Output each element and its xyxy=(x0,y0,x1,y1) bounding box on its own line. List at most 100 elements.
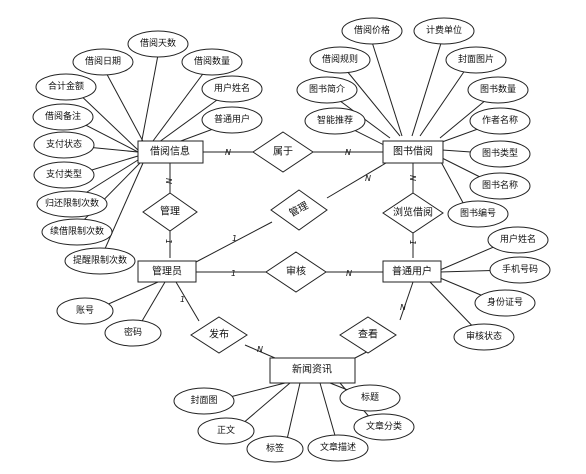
attribute-node: 图书名称 xyxy=(469,172,531,200)
attribute-node: 图书类型 xyxy=(469,140,531,168)
cardinality-label: N xyxy=(345,148,351,157)
relationship-label: 浏览借阅 xyxy=(393,206,433,219)
connector-lines xyxy=(67,39,511,449)
attribute-label: 借阅日期 xyxy=(85,55,121,67)
entity-news: 新闻资讯 xyxy=(269,357,356,384)
attribute-node: 借阅数量 xyxy=(181,48,243,76)
attribute-node: 支付类型 xyxy=(33,161,95,189)
relationships: 属于 管理 管理 浏览借阅 审核 发布 查看 xyxy=(142,131,444,354)
entity-label: 管理员 xyxy=(152,265,182,278)
attribute-node: 标签 xyxy=(246,435,304,463)
relationship-review: 审核 xyxy=(265,251,327,293)
attribute-label: 支付状态 xyxy=(46,138,82,150)
attribute-label: 文章分类 xyxy=(366,420,402,432)
cardinality-label: N xyxy=(346,269,352,278)
entity-borrow-info: 借阅信息 xyxy=(137,140,204,164)
attribute-label: 文章描述 xyxy=(320,441,356,453)
attribute-node: 用户姓名 xyxy=(487,226,549,254)
attribute-label: 图书编号 xyxy=(460,207,496,219)
attribute-node: 手机号码 xyxy=(489,256,551,284)
attribute-node: 合计金额 xyxy=(35,73,97,101)
relationship-manage: 管理 xyxy=(142,192,198,232)
attribute-label: 审核状态 xyxy=(466,330,502,342)
attribute-node: 审核状态 xyxy=(453,323,515,351)
attribute-label: 正文 xyxy=(217,424,235,436)
attribute-node: 图书数量 xyxy=(467,76,529,104)
attribute-label: 普通用户 xyxy=(214,113,250,125)
relationship-label: 管理 xyxy=(160,205,180,218)
attribute-node: 图书编号 xyxy=(447,200,509,228)
attribute-label: 图书简介 xyxy=(309,83,345,95)
attribute-node: 归还限制次数 xyxy=(36,190,108,218)
news-attributes: 封面图 标题 正文 文章分类 标签 文章描述 xyxy=(173,384,415,463)
attribute-label: 账号 xyxy=(76,305,94,316)
attribute-label: 续借限制次数 xyxy=(50,225,104,237)
attribute-node: 文章描述 xyxy=(307,434,369,462)
attribute-node: 文章分类 xyxy=(353,413,415,441)
relationship-manage2: 管理 xyxy=(270,189,328,231)
cardinality-label: N xyxy=(365,174,371,183)
attribute-label: 封面图 xyxy=(190,394,217,406)
attribute-node: 封面图片 xyxy=(445,46,507,74)
attribute-node: 借阅规则 xyxy=(309,46,371,74)
attribute-node: 借阅价格 xyxy=(341,17,403,45)
attribute-label: 借阅天数 xyxy=(140,37,176,49)
entity-admin: 管理员 xyxy=(137,260,197,283)
entity-label: 普通用户 xyxy=(392,265,432,278)
cardinality-label: 1 xyxy=(232,234,237,243)
attribute-label: 标题 xyxy=(361,391,379,403)
cardinality-label: 1 xyxy=(164,239,173,244)
attribute-label: 标签 xyxy=(266,442,284,454)
cardinality-labels: N N N N 1 1 N 1 N 1 1 N N xyxy=(164,148,417,354)
attribute-label: 作者名称 xyxy=(482,114,518,126)
attribute-node: 普通用户 xyxy=(201,106,263,134)
attribute-node: 图书简介 xyxy=(296,76,358,104)
cardinality-label: N xyxy=(400,303,406,312)
attribute-node: 续借限制次数 xyxy=(41,218,113,246)
entity-label: 新闻资讯 xyxy=(292,363,332,376)
attribute-node: 用户姓名 xyxy=(201,75,263,103)
cardinality-label: N xyxy=(408,175,417,181)
attribute-node: 借阅天数 xyxy=(127,30,189,58)
attribute-label: 用户姓名 xyxy=(214,82,250,94)
attribute-node: 提醒限制次数 xyxy=(64,247,136,275)
attribute-node: 作者名称 xyxy=(469,107,531,135)
relationship-label: 发布 xyxy=(209,328,229,341)
attribute-node: 智能推荐 xyxy=(304,107,366,135)
attribute-label: 手机号码 xyxy=(502,263,538,275)
relationship-label: 查看 xyxy=(358,328,378,341)
attribute-label: 提醒限制次数 xyxy=(73,254,127,266)
attribute-label: 图书名称 xyxy=(482,179,518,191)
relationship-label: 属于 xyxy=(273,146,293,158)
borrow-info-attributes: 借阅天数 借阅日期 借阅数量 合计金额 用户姓名 借阅备注 普通用户 支付状态 … xyxy=(32,30,263,275)
attribute-label: 借阅规则 xyxy=(322,53,358,65)
cardinality-label: N xyxy=(257,345,263,354)
attribute-label: 图书类型 xyxy=(482,147,518,159)
entity-label: 借阅信息 xyxy=(150,145,190,158)
attribute-label: 借阅数量 xyxy=(194,55,230,67)
cardinality-label: N xyxy=(225,148,231,157)
attribute-label: 身份证号 xyxy=(487,296,523,308)
relationship-publish: 发布 xyxy=(190,316,248,354)
attribute-node: 计费单位 xyxy=(413,17,475,45)
attribute-label: 借阅价格 xyxy=(354,24,390,36)
attribute-label: 用户姓名 xyxy=(500,233,536,245)
entities: 借阅信息 图书借阅 管理员 普通用户 新闻资讯 xyxy=(137,140,444,384)
attribute-node: 正文 xyxy=(197,417,255,445)
relationship-label: 审核 xyxy=(286,265,306,278)
attribute-label: 图书数量 xyxy=(480,83,516,95)
attribute-label: 合计金额 xyxy=(48,80,84,92)
attribute-node: 身份证号 xyxy=(474,289,536,317)
relationship-view: 查看 xyxy=(339,316,397,354)
cardinality-label: 1 xyxy=(408,240,417,245)
attribute-node: 密码 xyxy=(104,319,162,347)
attribute-node: 标题 xyxy=(339,384,401,412)
attribute-node: 账号 xyxy=(56,297,114,325)
relationship-browse-borrow: 浏览借阅 xyxy=(382,192,444,234)
cardinality-label: 1 xyxy=(231,269,236,278)
entity-regular-user: 普通用户 xyxy=(382,260,442,283)
attribute-node: 借阅备注 xyxy=(32,103,94,131)
regular-user-attributes: 用户姓名 手机号码 身份证号 审核状态 xyxy=(453,226,551,351)
attribute-label: 归还限制次数 xyxy=(45,197,99,209)
